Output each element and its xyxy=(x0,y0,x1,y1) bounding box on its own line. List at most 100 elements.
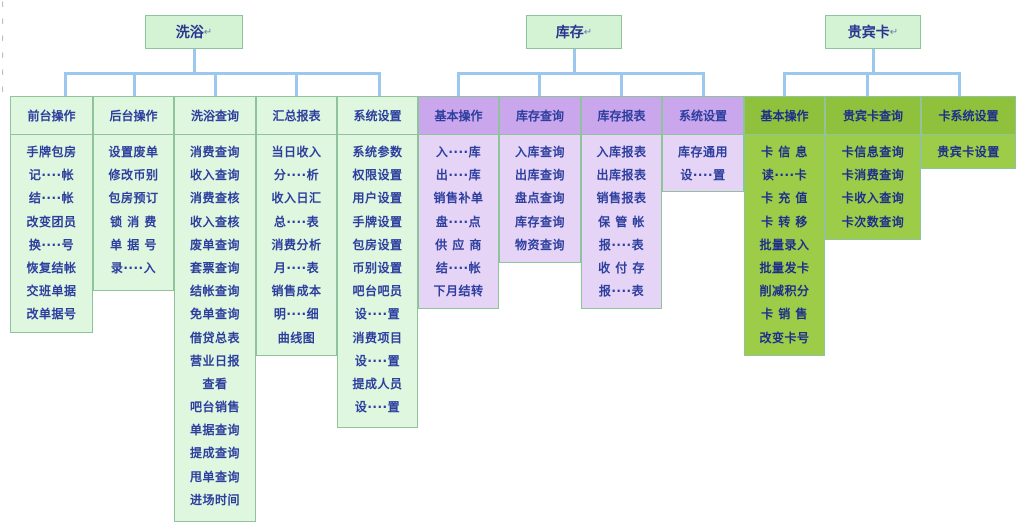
column-header[interactable]: 后台操作 xyxy=(94,97,173,135)
menu-item[interactable]: 总····表 xyxy=(273,214,320,229)
menu-item[interactable]: 当日收入 xyxy=(271,145,322,159)
menu-item[interactable]: 改变团员 xyxy=(26,214,77,229)
menu-item[interactable]: 盘····点 xyxy=(435,214,482,229)
menu-item[interactable]: 销售补单 xyxy=(433,191,484,206)
menu-item[interactable]: 卡消费查询 xyxy=(841,168,905,183)
column-header[interactable]: 洗浴查询 xyxy=(175,97,255,135)
menu-item[interactable]: 分····析 xyxy=(273,168,320,183)
menu-item[interactable]: 改单据号 xyxy=(26,307,77,322)
menu-item[interactable]: 消费查询 xyxy=(189,145,240,159)
menu-item[interactable]: 提成查询 xyxy=(189,446,240,461)
menu-item[interactable]: 卡 转 移 xyxy=(761,214,808,229)
menu-item[interactable]: 吧台吧员 xyxy=(352,284,403,299)
menu-item[interactable]: 套票查询 xyxy=(189,260,240,275)
menu-item[interactable]: 消费查核 xyxy=(189,191,240,206)
menu-item[interactable]: 下月结转 xyxy=(433,284,484,299)
menu-item[interactable]: 卡 信 息 xyxy=(761,145,808,159)
menu-item[interactable]: 设····置 xyxy=(354,353,401,368)
column-header[interactable]: 系统设置 xyxy=(663,97,743,135)
menu-item[interactable]: 入库报表 xyxy=(596,145,647,159)
menu-item[interactable]: 削减积分 xyxy=(759,284,810,299)
menu-item[interactable]: 用户设置 xyxy=(352,191,403,206)
top-node-kucun[interactable]: 库存↵ xyxy=(526,15,622,49)
menu-item[interactable]: 营业日报 xyxy=(189,353,240,368)
menu-item[interactable]: 免单查询 xyxy=(189,307,240,322)
menu-item[interactable]: 甩单查询 xyxy=(189,469,240,484)
menu-item[interactable]: 记····帐 xyxy=(28,168,75,183)
menu-item[interactable]: 卡信息查询 xyxy=(841,145,905,159)
column-header[interactable]: 前台操作 xyxy=(11,97,92,135)
column-header[interactable]: 系统设置 xyxy=(338,97,417,135)
menu-item[interactable]: 入库查询 xyxy=(514,145,565,159)
menu-item[interactable]: 结帐查询 xyxy=(189,284,240,299)
menu-item[interactable]: 销售报表 xyxy=(596,191,647,206)
column-header[interactable]: 库存报表 xyxy=(582,97,661,135)
menu-item[interactable]: 入····库 xyxy=(435,145,482,159)
menu-item[interactable]: 换····号 xyxy=(28,237,75,252)
menu-item[interactable]: 批量录入 xyxy=(759,237,810,252)
menu-item[interactable]: 设····置 xyxy=(354,307,401,322)
menu-item[interactable]: 盘点查询 xyxy=(514,191,565,206)
menu-item[interactable]: 报····表 xyxy=(598,284,645,299)
column-header[interactable]: 基本操作 xyxy=(419,97,498,135)
menu-item[interactable]: 保 管 帐 xyxy=(598,214,645,229)
menu-item[interactable]: 手牌设置 xyxy=(352,214,403,229)
menu-item[interactable]: 手牌包房 xyxy=(26,145,77,159)
menu-item[interactable]: 收入查核 xyxy=(189,214,240,229)
menu-item[interactable]: 收入查询 xyxy=(189,168,240,183)
menu-item[interactable]: 包房预订 xyxy=(108,191,159,206)
menu-item[interactable]: 设置废单 xyxy=(108,145,159,159)
menu-item[interactable]: 贵宾卡设置 xyxy=(937,145,1000,159)
menu-item[interactable]: 恢复结帐 xyxy=(26,260,77,275)
menu-item[interactable]: 改变卡号 xyxy=(759,330,810,345)
menu-item[interactable]: 单据查询 xyxy=(189,423,240,438)
column-header[interactable]: 基本操作 xyxy=(745,97,824,135)
menu-item[interactable]: 出库报表 xyxy=(596,168,647,183)
menu-item[interactable]: 读····卡 xyxy=(761,168,808,183)
menu-item[interactable]: 修改币别 xyxy=(108,168,159,183)
menu-item[interactable]: 收入日汇 xyxy=(271,191,322,206)
menu-item[interactable]: 出库查询 xyxy=(514,168,565,183)
menu-item[interactable]: 卡次数查询 xyxy=(841,214,905,229)
menu-item[interactable]: 供 应 商 xyxy=(435,237,482,252)
column-header[interactable]: 卡系统设置 xyxy=(922,97,1015,135)
menu-item[interactable]: 库存通用 xyxy=(677,145,728,159)
menu-item[interactable]: 销售成本 xyxy=(271,284,322,299)
menu-item[interactable]: 币别设置 xyxy=(352,260,403,275)
top-node-guibinka[interactable]: 贵宾卡↵ xyxy=(825,15,921,49)
menu-item[interactable]: 结····帐 xyxy=(28,191,75,206)
menu-item[interactable]: 消费分析 xyxy=(271,237,322,252)
menu-item[interactable]: 曲线图 xyxy=(277,330,316,345)
menu-item[interactable]: 锁 消 费 xyxy=(110,214,157,229)
menu-item[interactable]: 包房设置 xyxy=(352,237,403,252)
menu-item[interactable]: 卡 销 售 xyxy=(761,307,808,322)
column-header[interactable]: 汇总报表 xyxy=(257,97,336,135)
menu-item[interactable]: 设····置 xyxy=(680,168,726,183)
menu-item[interactable]: 查看 xyxy=(202,376,228,391)
menu-item[interactable]: 设····置 xyxy=(354,400,401,415)
menu-item[interactable]: 库存查询 xyxy=(514,214,565,229)
top-node-xiyu[interactable]: 洗浴↵ xyxy=(145,15,243,49)
menu-item[interactable]: 废单查询 xyxy=(189,237,240,252)
menu-item[interactable]: 结····帐 xyxy=(435,260,482,275)
menu-item[interactable]: 借贷总表 xyxy=(189,330,240,345)
menu-item[interactable]: 物资查询 xyxy=(514,237,565,252)
menu-item[interactable]: 收 付 存 xyxy=(598,260,645,275)
menu-item[interactable]: 录····入 xyxy=(110,260,157,275)
menu-item[interactable]: 交班单据 xyxy=(26,284,77,299)
menu-item[interactable]: 明····细 xyxy=(273,307,320,322)
menu-item[interactable]: 报····表 xyxy=(598,237,645,252)
menu-item[interactable]: 卡收入查询 xyxy=(841,191,905,206)
menu-item[interactable]: 消费项目 xyxy=(352,330,403,345)
column-header[interactable]: 贵宾卡查询 xyxy=(826,97,920,135)
menu-item[interactable]: 提成人员 xyxy=(352,376,403,391)
menu-item[interactable]: 权限设置 xyxy=(352,168,403,183)
menu-item[interactable]: 单 据 号 xyxy=(110,237,157,252)
menu-item[interactable]: 吧台销售 xyxy=(189,400,240,415)
menu-item[interactable]: 卡 充 值 xyxy=(761,191,808,206)
menu-item[interactable]: 批量发卡 xyxy=(759,260,810,275)
menu-item[interactable]: 出····库 xyxy=(435,168,482,183)
column-header[interactable]: 库存查询 xyxy=(500,97,580,135)
menu-item[interactable]: 进场时间 xyxy=(189,492,240,507)
menu-item[interactable]: 系统参数 xyxy=(352,145,403,159)
